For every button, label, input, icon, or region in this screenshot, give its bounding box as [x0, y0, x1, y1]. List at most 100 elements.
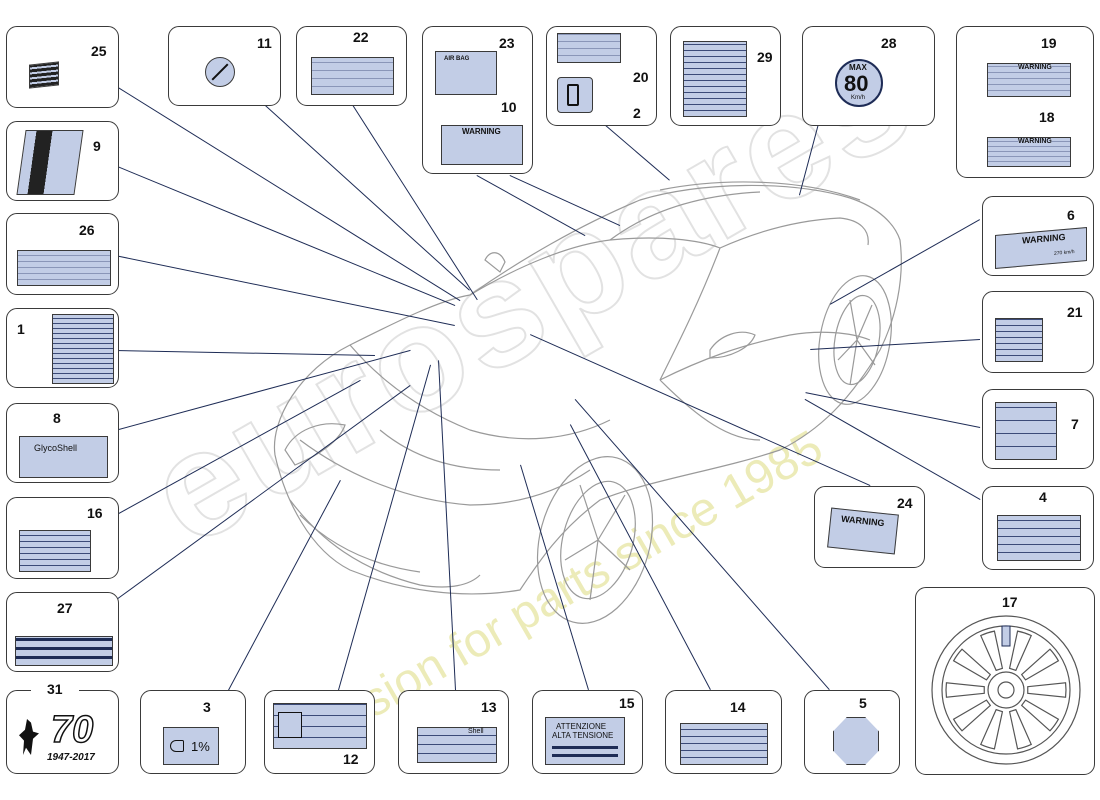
label-3-text: 1%: [191, 739, 210, 754]
label-21: [995, 318, 1043, 362]
callout-box-15[interactable]: 15 ATTENZIONE ALTA TENSIONE: [532, 690, 643, 774]
callout-box-21[interactable]: 21: [982, 291, 1094, 373]
label-18: WARNING: [987, 137, 1071, 167]
label-11: [205, 57, 235, 87]
spare-wheel-drawing: [931, 615, 1081, 765]
callout-number-17: 17: [1002, 594, 1018, 610]
callout-number-10: 10: [501, 99, 517, 115]
label-15-line2: ALTA TENSIONE: [552, 731, 614, 740]
label-4: [997, 515, 1081, 561]
label-10: WARNING: [441, 125, 523, 165]
callout-number-1: 1: [17, 321, 25, 337]
fuel-pump-icon: [567, 84, 579, 106]
label-15: ATTENZIONE ALTA TENSIONE: [545, 717, 625, 765]
callout-number-28: 28: [881, 35, 897, 51]
wheel-spoke: [1020, 699, 1060, 732]
callout-box-27[interactable]: 27: [6, 592, 119, 672]
label-9: [16, 130, 84, 195]
callout-number-24: 24: [897, 495, 913, 511]
wheel-spoke: [1008, 630, 1033, 672]
callout-box-28[interactable]: 28 MAX 80 Km/h: [802, 26, 935, 126]
callout-number-5: 5: [859, 695, 867, 711]
callout-number-18: 18: [1039, 109, 1055, 125]
anniversary-logo-years: 1947-2017: [47, 752, 95, 763]
label-23-text: AIR BAG: [444, 56, 470, 62]
callout-box-3[interactable]: 3 1%: [140, 690, 246, 774]
speed-limit-max: MAX: [849, 63, 867, 72]
label-19: WARNING: [987, 63, 1071, 97]
label-2: [557, 77, 593, 113]
speed-limit-sticker: MAX 80 Km/h: [835, 59, 883, 107]
label-7: [995, 402, 1057, 460]
callout-box-17[interactable]: 17: [915, 587, 1095, 775]
label-24: Warning: [827, 507, 899, 555]
label-6: WARNING 270 km/h: [995, 226, 1087, 270]
callout-box-6[interactable]: 6 WARNING 270 km/h: [982, 196, 1094, 276]
label-5: [833, 717, 879, 765]
label-23: AIR BAG: [435, 51, 497, 95]
label-15-line1: ATTENZIONE: [556, 722, 607, 731]
label-1: [52, 314, 114, 384]
callout-box-14[interactable]: 14: [665, 690, 782, 774]
anniversary-logo-number: 70: [50, 708, 94, 752]
callout-number-29: 29: [757, 49, 773, 65]
callout-box-4[interactable]: 4: [982, 486, 1094, 570]
label-20: [557, 33, 621, 63]
speed-limit-unit: Km/h: [851, 95, 866, 101]
headlamp-icon: [170, 740, 184, 752]
callout-number-16: 16: [87, 505, 103, 521]
label-6-text: WARNING: [1022, 231, 1066, 246]
callout-box-11[interactable]: 11: [168, 26, 281, 106]
callout-box-22[interactable]: 22: [296, 26, 407, 106]
callout-number-14: 14: [730, 699, 746, 715]
label-24-text: Warning: [840, 513, 885, 529]
callout-number-15: 15: [619, 695, 635, 711]
label-8: GlycoShell: [19, 436, 108, 478]
label-19-text: WARNING: [1018, 64, 1052, 71]
callout-box-12[interactable]: 12: [264, 690, 375, 774]
callout-number-27: 27: [57, 600, 73, 616]
callout-box-24[interactable]: 24 Warning: [814, 486, 925, 568]
wheel-spoke: [952, 648, 992, 681]
label-14: [680, 723, 768, 765]
callout-number-6: 6: [1067, 207, 1075, 223]
callout-box-23-10[interactable]: 23 AIR BAG 10 WARNING: [422, 26, 533, 174]
callout-box-7[interactable]: 7: [982, 389, 1094, 469]
callout-box-31[interactable]: 31 70 1947-2017: [6, 681, 119, 774]
speed-limit-value: 80: [844, 71, 869, 96]
wheel-spoke: [979, 708, 1004, 750]
prancing-horse-icon: [19, 719, 39, 755]
no-phone-icon: [211, 63, 229, 81]
callout-number-21: 21: [1067, 304, 1083, 320]
wheel-spoke: [1020, 648, 1060, 681]
wheel-spoke: [1008, 708, 1033, 750]
callout-number-2: 2: [633, 105, 641, 121]
callout-number-22: 22: [353, 29, 369, 45]
callout-box-19-18[interactable]: 19 WARNING 18 WARNING: [956, 26, 1094, 178]
label-25: [29, 61, 59, 89]
label-29: [683, 41, 747, 117]
callout-box-5[interactable]: 5: [804, 690, 900, 774]
callout-number-19: 19: [1041, 35, 1057, 51]
label-18-text: WARNING: [1018, 138, 1052, 145]
callout-box-20-2[interactable]: 20 2: [546, 26, 657, 126]
callout-box-13[interactable]: 13 Shell: [398, 690, 509, 774]
callout-number-26: 26: [79, 222, 95, 238]
callout-box-25[interactable]: 25: [6, 26, 119, 108]
label-13-text: Shell: [468, 728, 484, 735]
callout-number-7: 7: [1071, 416, 1079, 432]
callout-box-1[interactable]: 1: [6, 308, 119, 388]
callout-number-13: 13: [481, 699, 497, 715]
callout-number-11: 11: [257, 35, 272, 51]
callout-box-29[interactable]: 29: [670, 26, 781, 126]
label-16: [19, 530, 91, 572]
callout-box-8[interactable]: 8 GlycoShell: [6, 403, 119, 483]
callout-number-3: 3: [203, 699, 211, 715]
label-6-speed: 270 km/h: [1054, 249, 1075, 257]
oil-can-icon: [278, 712, 302, 738]
label-26: [17, 250, 111, 286]
callout-box-16[interactable]: 16: [6, 497, 119, 579]
callout-box-9[interactable]: 9: [6, 121, 119, 201]
callout-box-26[interactable]: 26: [6, 213, 119, 295]
